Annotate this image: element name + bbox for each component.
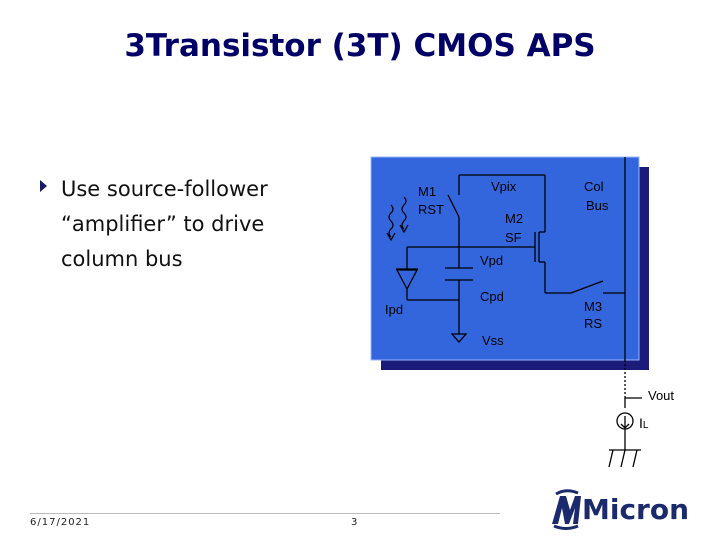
- micron-logo-text: Micron: [582, 493, 689, 526]
- micron-logo-emblem-icon: [552, 489, 581, 530]
- footer-divider: [30, 513, 500, 514]
- ground-hatch-1: [608, 449, 614, 468]
- m2-label: M2: [505, 211, 523, 226]
- ground-icon: [450, 333, 468, 343]
- bullet-arrow-icon: [40, 180, 47, 192]
- bullet-list: Use source-follower “amplifier” to drive…: [40, 172, 340, 277]
- photodiode-icon: [395, 269, 419, 291]
- il-label: IL: [639, 415, 649, 431]
- ground-hatch-2: [620, 449, 626, 468]
- footer-date: 6/17/2021: [30, 517, 91, 528]
- vss-label: Vss: [482, 333, 504, 348]
- ground-hatch-3: [632, 449, 638, 468]
- il-label-sub: L: [643, 420, 649, 431]
- vout-label: Vout: [648, 388, 674, 403]
- micron-logo: Micron: [552, 489, 689, 530]
- slide-title: 3Transistor (3T) CMOS APS: [124, 28, 596, 64]
- m1-label: M1: [418, 184, 436, 199]
- bullet-item: Use source-follower “amplifier” to drive…: [40, 172, 340, 277]
- bullet-text: Use source-follower “amplifier” to drive…: [61, 177, 268, 271]
- light-arrows-icon: [386, 196, 409, 242]
- il-label-main: I: [639, 415, 643, 431]
- sf-label: SF: [505, 230, 522, 245]
- ipd-label: Ipd: [385, 302, 403, 317]
- rs-label: RS: [584, 316, 602, 331]
- m1-switch: [447, 194, 460, 218]
- bus-label: Bus: [586, 198, 609, 213]
- vpd-label: Vpd: [480, 253, 503, 268]
- cpd-label: Cpd: [480, 289, 504, 304]
- footer-page-number: 3: [351, 517, 358, 528]
- circuit-panel: [370, 156, 640, 361]
- current-source-arrowhead: [620, 423, 630, 429]
- m3-label: M3: [584, 299, 602, 314]
- col-label: Col: [584, 179, 604, 194]
- m3-switch: [570, 280, 604, 294]
- vpix-label: Vpix: [491, 179, 517, 194]
- rst-label: RST: [418, 202, 444, 217]
